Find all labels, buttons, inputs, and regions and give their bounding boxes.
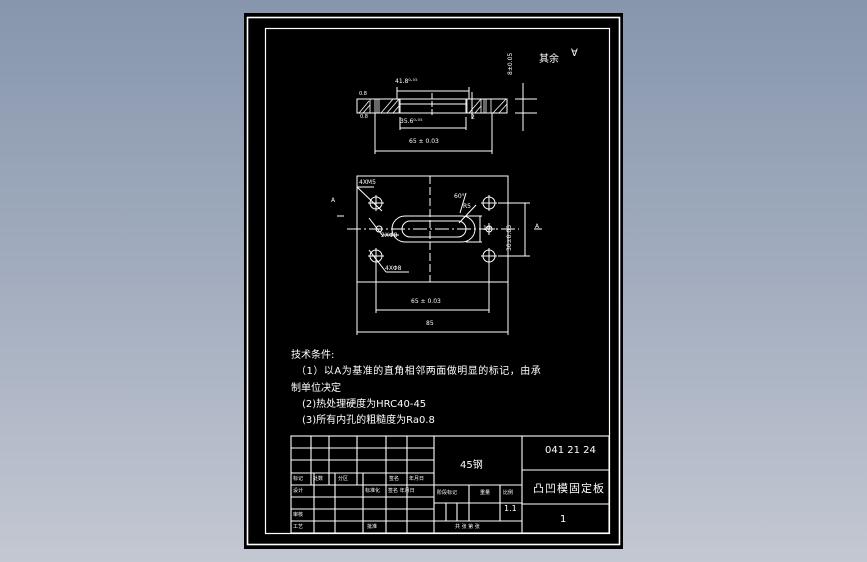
- dim-overall-width: 85: [426, 320, 434, 327]
- dim-top-bore: 41.8⁰·⁰⁵: [395, 78, 418, 85]
- label-sign-date: 签名 年月日: [388, 488, 415, 494]
- surface-finish-icon: ∀: [571, 48, 578, 59]
- label-signature: 签名: [389, 476, 400, 482]
- plan-view: [337, 175, 542, 335]
- label-sheets: 共 张 第 张: [455, 524, 480, 530]
- dim-hole-span-plan: 65 ± 0.03: [411, 298, 441, 305]
- scale-value: 1.1: [504, 504, 517, 513]
- mounting-holes: [368, 195, 497, 264]
- label-mark: 标记: [293, 476, 304, 482]
- roughness-left: 0.8: [359, 91, 367, 97]
- drawing-sheet: 其余 ∀ 41.8⁰·⁰⁵ 35.6⁰·⁰⁵ 65 ± 0.03 8±0.05 …: [244, 13, 623, 549]
- section-view: [356, 83, 537, 154]
- label-approval: 批准: [367, 524, 378, 530]
- part-name: 凸凹模固定板: [533, 482, 605, 495]
- label-count: 处数: [313, 476, 324, 482]
- label-reviewer: 审核: [293, 512, 304, 518]
- dim-step: 2: [471, 114, 475, 121]
- dim-slot-height: 10: [483, 225, 491, 232]
- material: 45钢: [460, 460, 483, 471]
- outer-border: [246, 16, 621, 546]
- label-scale: 比例: [503, 490, 514, 496]
- tech-req-line-4: (3)所有内孔的粗糙度为Ra0.8: [302, 415, 435, 426]
- callout-r5: R5: [463, 203, 471, 210]
- callout-angle: 60°: [454, 193, 465, 200]
- label-standardization: 标准化: [365, 488, 381, 494]
- callout-4x-phi8: 4XΦ8: [385, 265, 402, 272]
- drawing-number: 041 21 24: [545, 445, 596, 456]
- title-block-grid: [290, 435, 610, 534]
- label-weight: 重量: [480, 490, 491, 496]
- label-stage-mark: 阶段标记: [437, 490, 458, 496]
- tech-req-line-1: （1）以A为基准的直角相邻两面做明显的标记，由承: [296, 366, 542, 377]
- section-label-right: A: [535, 223, 540, 230]
- callout-2x-phi8: 2XΦ8: [381, 232, 398, 239]
- slot: [391, 215, 476, 243]
- dim-thickness: 8±0.05: [507, 52, 514, 75]
- dim-hole-span-section: 65 ± 0.03: [409, 138, 439, 145]
- tech-req-line-2: 制单位决定: [291, 383, 341, 394]
- label-zone: 分区: [338, 476, 349, 482]
- callout-4xm5: 4XM5: [359, 179, 376, 186]
- dim-inner-bore: 35.6⁰·⁰⁵: [400, 118, 423, 125]
- tech-req-title: 技术条件:: [291, 350, 335, 361]
- surface-finish-note: 其余: [539, 54, 559, 65]
- roughness-bottom: 0.8: [360, 114, 368, 120]
- dim-vertical-30: 30±0.03: [506, 224, 513, 251]
- cad-drawing: [246, 16, 621, 546]
- label-process: 工艺: [293, 524, 304, 530]
- section-label-left: A: [331, 197, 336, 204]
- label-designer: 设计: [293, 488, 304, 494]
- sheet-number: 1: [560, 514, 567, 525]
- label-date: 年月日: [409, 476, 425, 482]
- tech-req-line-3: (2)热处理硬度为HRC40-45: [302, 399, 427, 410]
